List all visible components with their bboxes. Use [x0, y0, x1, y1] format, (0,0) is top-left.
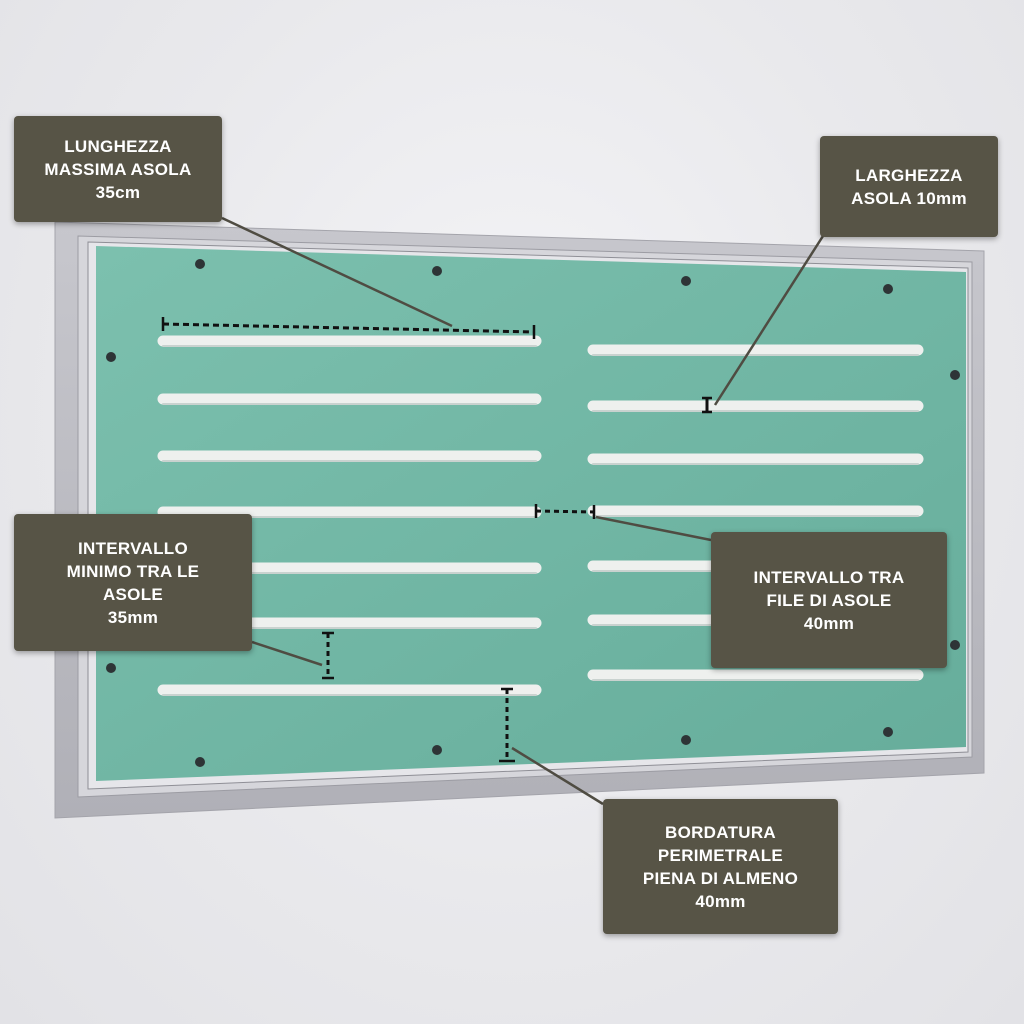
callout-min-slot-gap-text: INTERVALLO MINIMO TRA LE ASOLE 35mm	[66, 538, 200, 627]
dimension-slot-length	[162, 322, 535, 334]
screw	[950, 640, 960, 650]
callout-max-slot-length-text: LUNGHEZZA MASSIMA ASOLA 35cm	[44, 136, 192, 202]
callout-slot-width-text: LARGHEZZA ASOLA 10mm	[851, 165, 967, 208]
screw	[681, 735, 691, 745]
screw	[950, 370, 960, 380]
leader-line-lunghezza	[221, 216, 453, 328]
leader-line-intervallo-file	[595, 515, 712, 542]
screw	[432, 745, 442, 755]
screw	[883, 284, 893, 294]
screw	[432, 266, 442, 276]
screw	[883, 727, 893, 737]
leader-line-bordatura	[511, 746, 604, 806]
callout-min-slot-gap: INTERVALLO MINIMO TRA LE ASOLE 35mm	[14, 514, 252, 651]
leader-line-larghezza	[713, 235, 825, 406]
callout-max-slot-length: LUNGHEZZA MASSIMA ASOLA 35cm	[14, 116, 222, 222]
screw	[681, 276, 691, 286]
screw-group	[106, 259, 960, 767]
screw	[195, 757, 205, 767]
callout-column-gap: INTERVALLO TRA FILE DI ASOLE 40mm	[711, 532, 947, 668]
leader-line-intervallo-min	[251, 640, 323, 667]
callout-perimeter-border: BORDATURA PERIMETRALE PIENA DI ALMENO 40…	[603, 799, 838, 934]
screw	[106, 663, 116, 673]
screw	[106, 352, 116, 362]
callout-perimeter-border-text: BORDATURA PERIMETRALE PIENA DI ALMENO 40…	[642, 822, 799, 911]
callout-slot-width: LARGHEZZA ASOLA 10mm	[820, 136, 998, 237]
dimension-column-gap	[535, 509, 595, 514]
screw	[195, 259, 205, 269]
callout-column-gap-text: INTERVALLO TRA FILE DI ASOLE 40mm	[753, 567, 905, 633]
